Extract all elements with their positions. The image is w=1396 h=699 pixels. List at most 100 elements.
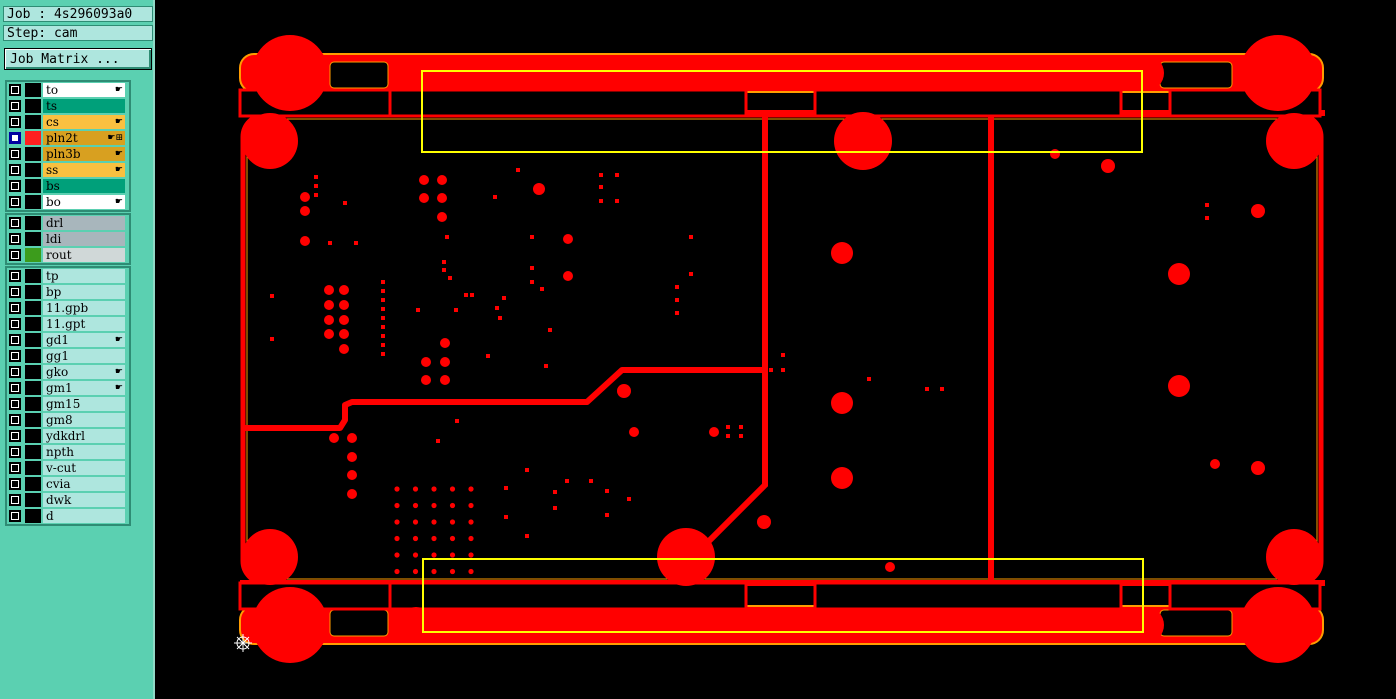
layer-name[interactable]: bs — [43, 179, 125, 193]
layer-color-swatch[interactable] — [25, 301, 41, 315]
layer-row-pln2t[interactable]: pln2t☛⊞ — [7, 130, 129, 146]
layer-row-tp[interactable]: tp — [7, 268, 129, 284]
layer-checkbox[interactable] — [9, 446, 21, 458]
layer-row-bp[interactable]: bp — [7, 284, 129, 300]
layer-name[interactable]: drl — [43, 216, 125, 230]
layer-name[interactable]: bo☛ — [43, 195, 125, 209]
layer-name[interactable]: gd1☛ — [43, 333, 125, 347]
layer-name[interactable]: pln3b☛ — [43, 147, 125, 161]
layer-row-ss[interactable]: ss☛ — [7, 162, 129, 178]
layer-color-swatch[interactable] — [25, 365, 41, 379]
layer-row-gm1[interactable]: gm1☛ — [7, 380, 129, 396]
layer-color-swatch[interactable] — [25, 477, 41, 491]
layer-checkbox[interactable] — [9, 414, 21, 426]
layer-checkbox[interactable] — [9, 148, 21, 160]
layer-color-swatch[interactable] — [25, 163, 41, 177]
layer-name[interactable]: d — [43, 509, 125, 523]
layer-row-to[interactable]: to☛ — [7, 82, 129, 98]
layer-color-swatch[interactable] — [25, 429, 41, 443]
layer-color-swatch[interactable] — [25, 195, 41, 209]
layer-row-gg1[interactable]: gg1 — [7, 348, 129, 364]
layer-checkbox[interactable] — [9, 350, 21, 362]
layer-checkbox[interactable] — [9, 249, 21, 261]
layer-name[interactable]: to☛ — [43, 83, 125, 97]
layer-name[interactable]: gko☛ — [43, 365, 125, 379]
layer-checkbox[interactable] — [9, 430, 21, 442]
layer-name[interactable]: ldi — [43, 232, 125, 246]
layer-color-swatch[interactable] — [25, 232, 41, 246]
layer-row-11.gpt[interactable]: 11.gpt — [7, 316, 129, 332]
layer-checkbox[interactable] — [9, 478, 21, 490]
layer-color-swatch[interactable] — [25, 147, 41, 161]
layer-row-dwk[interactable]: dwk — [7, 492, 129, 508]
layer-row-npth[interactable]: npth — [7, 444, 129, 460]
layer-color-swatch[interactable] — [25, 333, 41, 347]
layer-checkbox[interactable] — [9, 398, 21, 410]
layer-row-bo[interactable]: bo☛ — [7, 194, 129, 210]
layer-checkbox[interactable] — [9, 462, 21, 474]
layer-row-gko[interactable]: gko☛ — [7, 364, 129, 380]
layer-color-swatch[interactable] — [25, 397, 41, 411]
layer-row-cs[interactable]: cs☛ — [7, 114, 129, 130]
job-matrix-button[interactable]: Job Matrix ... — [4, 48, 152, 70]
layer-row-11.gpb[interactable]: 11.gpb — [7, 300, 129, 316]
layer-name[interactable]: bp — [43, 285, 125, 299]
layer-color-swatch[interactable] — [25, 509, 41, 523]
layer-color-swatch[interactable] — [25, 381, 41, 395]
layer-name[interactable]: 11.gpb — [43, 301, 125, 315]
layer-checkbox[interactable] — [9, 100, 21, 112]
layer-name[interactable]: cvia — [43, 477, 125, 491]
layer-checkbox[interactable] — [9, 196, 21, 208]
layer-color-swatch[interactable] — [25, 248, 41, 262]
layer-color-swatch[interactable] — [25, 413, 41, 427]
layer-checkbox[interactable] — [9, 217, 21, 229]
layer-name[interactable]: tp — [43, 269, 125, 283]
graphic-canvas[interactable] — [157, 0, 1396, 699]
layer-checkbox[interactable] — [9, 302, 21, 314]
layer-row-rout[interactable]: rout — [7, 247, 129, 263]
layer-checkbox[interactable] — [9, 233, 21, 245]
layer-checkbox[interactable] — [9, 494, 21, 506]
layer-checkbox[interactable] — [9, 270, 21, 282]
layer-name[interactable]: ydkdrl — [43, 429, 125, 443]
layer-checkbox[interactable] — [9, 164, 21, 176]
pcb-board-view[interactable] — [157, 0, 1396, 699]
layer-color-swatch[interactable] — [25, 349, 41, 363]
layer-row-gm8[interactable]: gm8 — [7, 412, 129, 428]
layer-row-pln3b[interactable]: pln3b☛ — [7, 146, 129, 162]
layer-row-gd1[interactable]: gd1☛ — [7, 332, 129, 348]
layer-row-gm15[interactable]: gm15 — [7, 396, 129, 412]
layer-name[interactable]: gm15 — [43, 397, 125, 411]
layer-checkbox[interactable] — [9, 510, 21, 522]
layer-row-drl[interactable]: drl — [7, 215, 129, 231]
layer-color-swatch[interactable] — [25, 269, 41, 283]
layer-row-ldi[interactable]: ldi — [7, 231, 129, 247]
layer-checkbox[interactable] — [9, 286, 21, 298]
layer-name[interactable]: ts — [43, 99, 125, 113]
layer-name[interactable]: v-cut — [43, 461, 125, 475]
layer-checkbox[interactable] — [9, 382, 21, 394]
layer-row-ydkdrl[interactable]: ydkdrl — [7, 428, 129, 444]
layer-name[interactable]: gm1☛ — [43, 381, 125, 395]
layer-color-swatch[interactable] — [25, 115, 41, 129]
layer-color-swatch[interactable] — [25, 179, 41, 193]
layer-color-swatch[interactable] — [25, 493, 41, 507]
layer-checkbox[interactable] — [9, 334, 21, 346]
layer-color-swatch[interactable] — [25, 461, 41, 475]
layer-color-swatch[interactable] — [25, 216, 41, 230]
layer-name[interactable]: dwk — [43, 493, 125, 507]
layer-name[interactable]: 11.gpt — [43, 317, 125, 331]
layer-color-swatch[interactable] — [25, 445, 41, 459]
layer-color-swatch[interactable] — [25, 131, 41, 145]
layer-name[interactable]: gg1 — [43, 349, 125, 363]
layer-row-bs[interactable]: bs — [7, 178, 129, 194]
layer-name[interactable]: pln2t☛⊞ — [43, 131, 125, 145]
layer-row-cvia[interactable]: cvia — [7, 476, 129, 492]
layer-checkbox[interactable] — [9, 366, 21, 378]
layer-color-swatch[interactable] — [25, 83, 41, 97]
layer-checkbox[interactable] — [9, 116, 21, 128]
layer-row-d[interactable]: d — [7, 508, 129, 524]
layer-name[interactable]: npth — [43, 445, 125, 459]
layer-color-swatch[interactable] — [25, 317, 41, 331]
layer-name[interactable]: ss☛ — [43, 163, 125, 177]
